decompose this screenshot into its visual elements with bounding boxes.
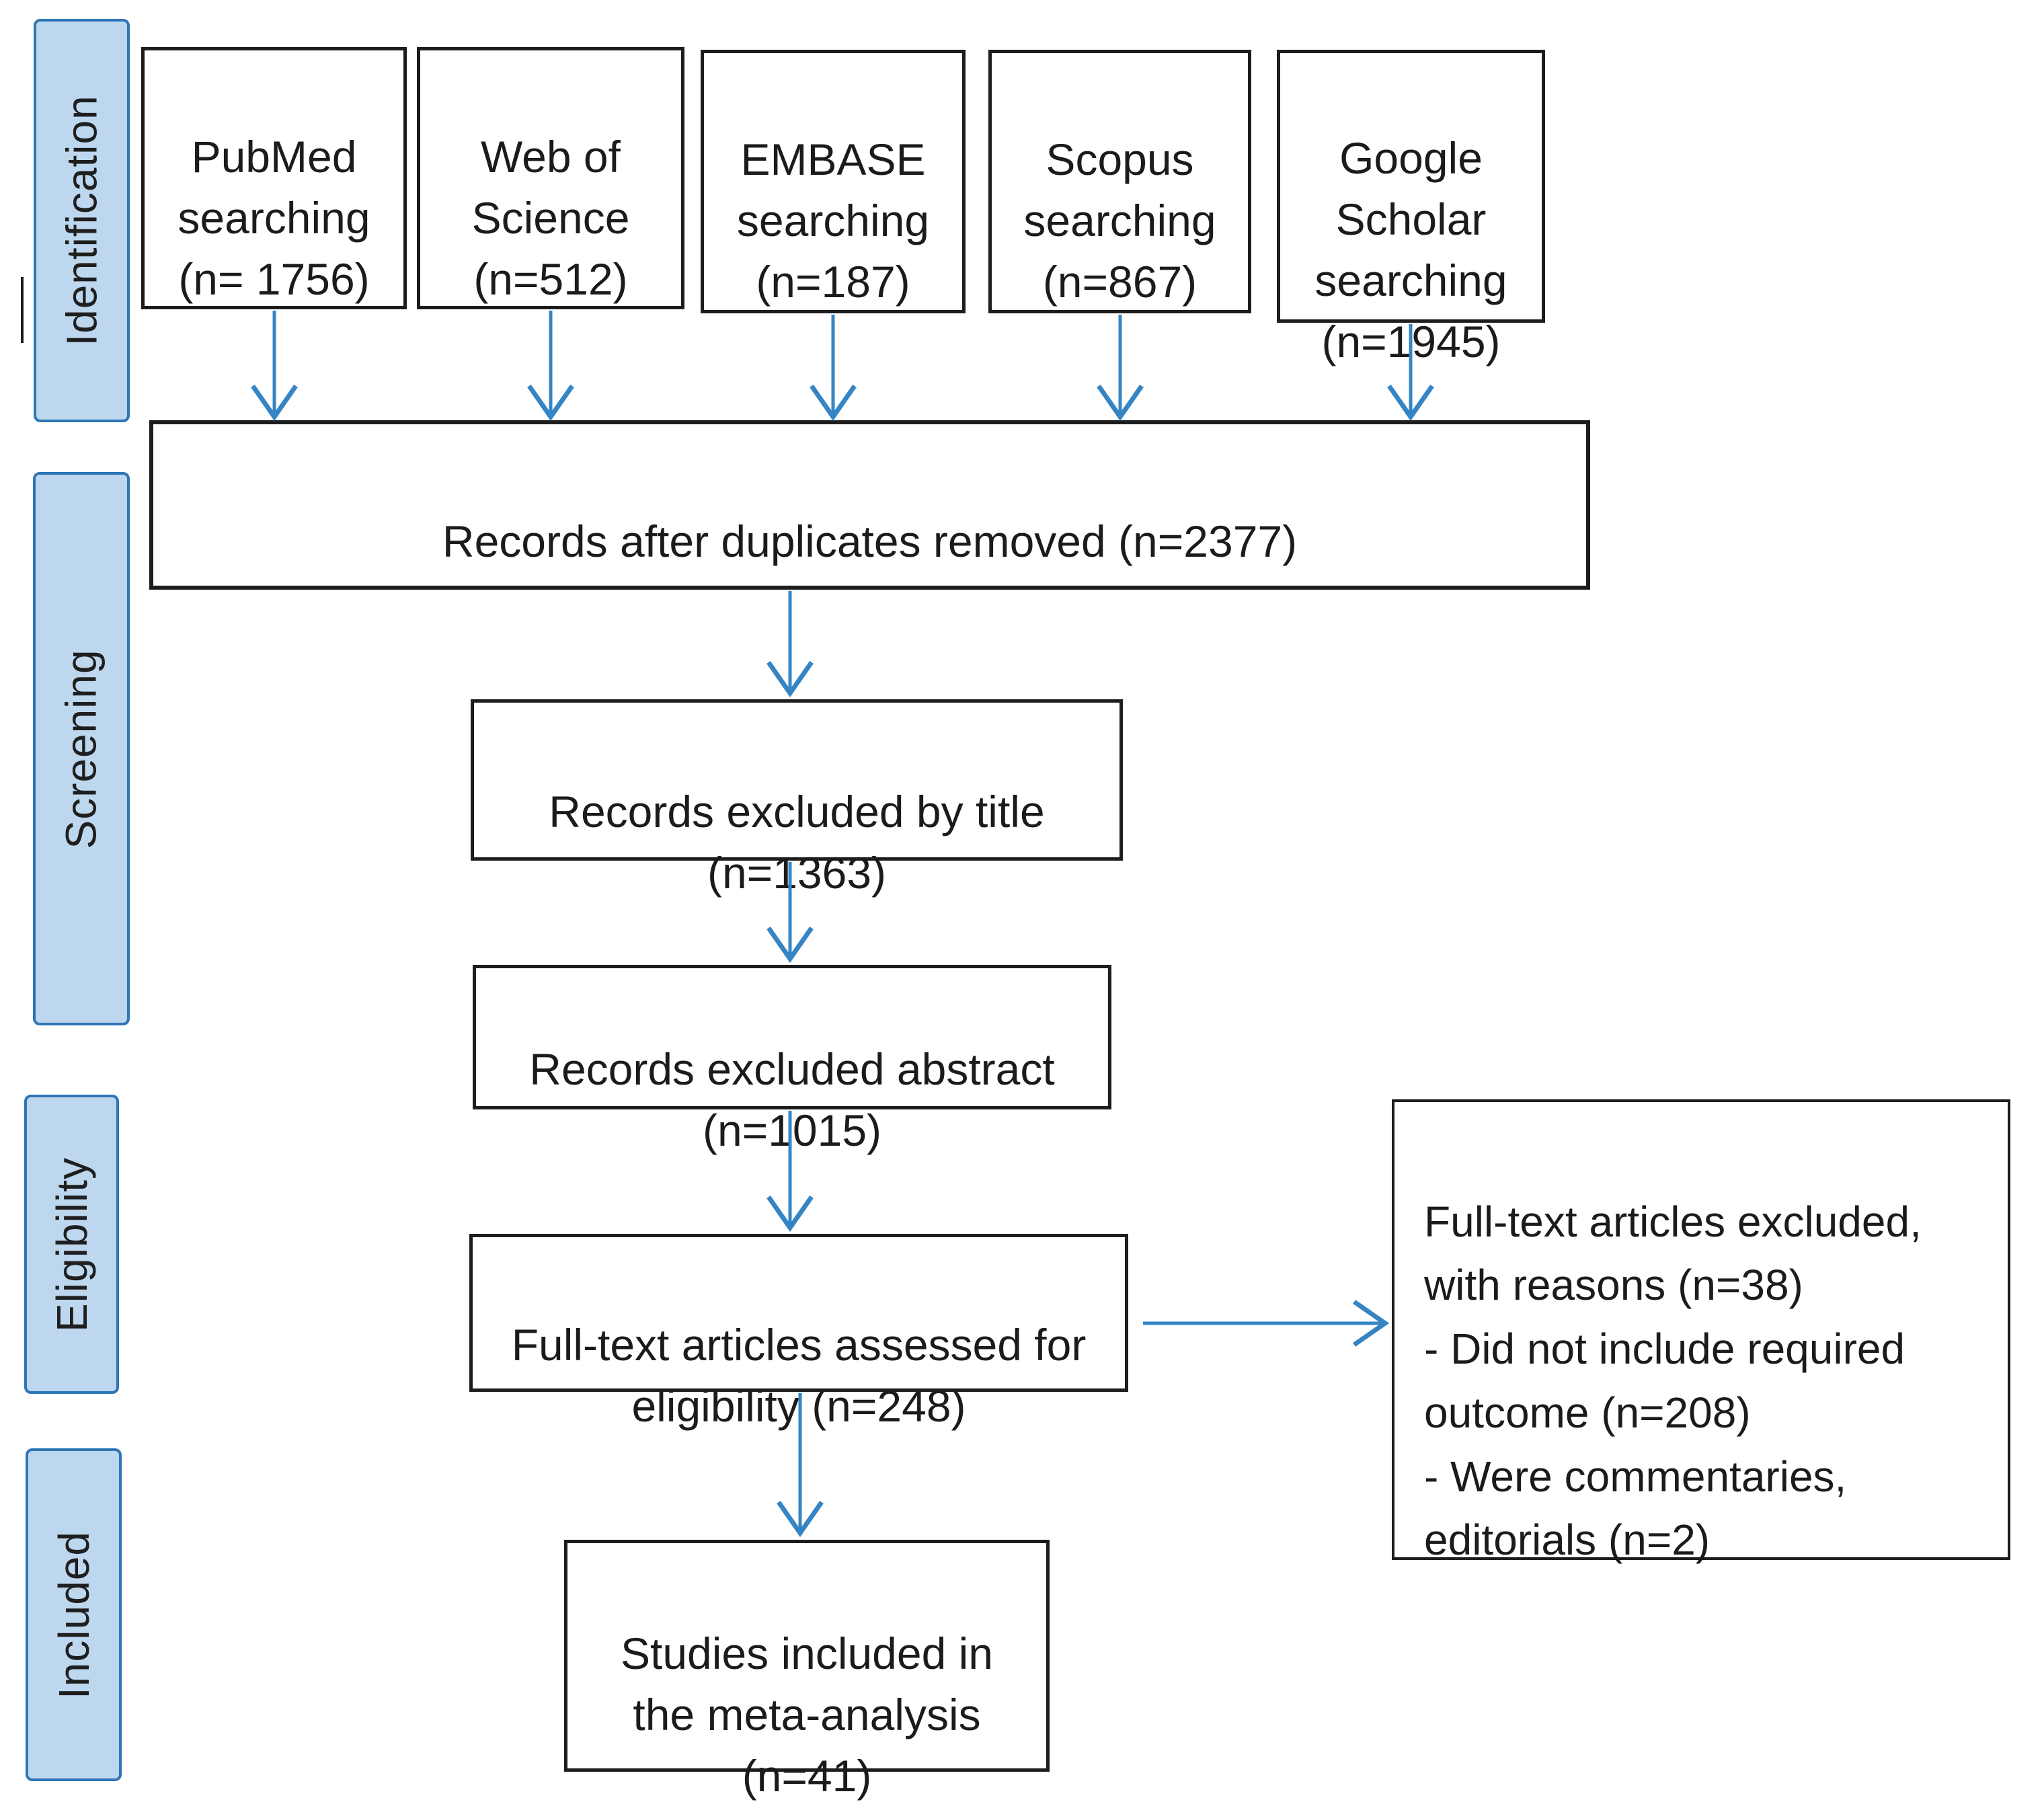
node-fulltext-excluded-label: Full-text articles excluded, with reason… xyxy=(1424,1197,1922,1565)
down-arrow-web-of-science-to-duplicates xyxy=(524,311,578,422)
down-arrow-duplicates-to-excluded-title xyxy=(763,591,817,699)
source-box-scopus-label: Scopus searching (n=867) xyxy=(1023,134,1216,307)
source-box-embase-label: EMBASE searching (n=187) xyxy=(736,134,930,307)
stage-label-identification: Identification xyxy=(34,19,130,422)
source-box-google-scholar: Google Scholar searching (n=1945) xyxy=(1277,50,1545,366)
source-box-pubmed-label: PubMed searching (n= 1756) xyxy=(178,132,370,305)
node-fulltext-assessed-label: Full-text articles assessed for eligibil… xyxy=(511,1320,1087,1432)
node-excluded-abstract-label: Records excluded abstract (n=1015) xyxy=(529,1044,1055,1156)
node-duplicates-removed: Records after duplicates removed (n=2377… xyxy=(149,420,1590,590)
node-included-studies: Studies included in the meta-analysis (n… xyxy=(564,1540,1050,1801)
left-tick-line xyxy=(21,277,24,343)
down-arrow-embase-to-duplicates xyxy=(806,315,860,422)
node-duplicates-removed-label: Records after duplicates removed (n=2377… xyxy=(442,516,1298,567)
stage-label-eligibility-text: Eligibility xyxy=(47,1157,96,1332)
down-arrow-pubmed-to-duplicates xyxy=(247,311,301,422)
stage-label-screening-text: Screening xyxy=(57,648,106,849)
down-arrow-scopus-to-duplicates xyxy=(1093,315,1147,422)
node-excluded-abstract: Records excluded abstract (n=1015) xyxy=(473,965,1111,1155)
node-fulltext-assessed: Full-text articles assessed for eligibil… xyxy=(469,1234,1128,1431)
stage-label-screening: Screening xyxy=(33,472,130,1025)
stage-label-identification-text: Identification xyxy=(57,95,106,346)
node-excluded-by-title: Records excluded by title (n=1363) xyxy=(471,699,1123,898)
right-arrow-fulltext-to-excluded xyxy=(1143,1296,1390,1350)
source-box-scopus: Scopus searching (n=867) xyxy=(988,50,1251,313)
stage-label-included: Included xyxy=(26,1448,122,1781)
source-box-web-of-science-label: Web of Science (n=512) xyxy=(471,132,630,305)
node-excluded-by-title-label: Records excluded by title (n=1363) xyxy=(549,787,1045,898)
source-box-pubmed: PubMed searching (n= 1756) xyxy=(141,47,407,309)
source-box-embase: EMBASE searching (n=187) xyxy=(701,50,966,313)
stage-label-included-text: Included xyxy=(49,1530,98,1699)
node-included-studies-label: Studies included in the meta-analysis (n… xyxy=(620,1629,994,1801)
stage-label-eligibility: Eligibility xyxy=(24,1095,119,1394)
source-box-google-scholar-label: Google Scholar searching (n=1945) xyxy=(1314,133,1507,367)
node-fulltext-excluded: Full-text articles excluded, with reason… xyxy=(1392,1099,2010,1564)
source-box-web-of-science: Web of Science (n=512) xyxy=(417,47,684,309)
